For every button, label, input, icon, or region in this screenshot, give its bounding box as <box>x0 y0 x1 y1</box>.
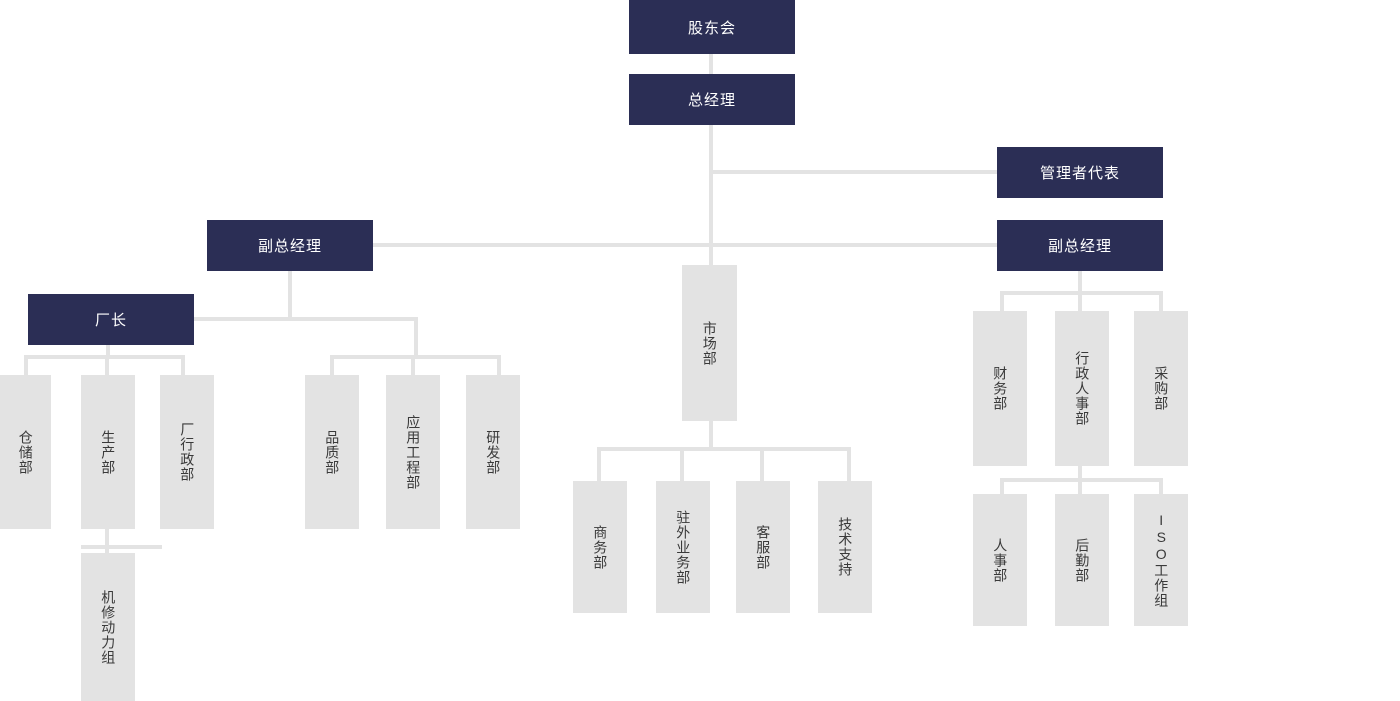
node-tech-support-dept-label: 技术支持 <box>837 517 854 577</box>
node-plant-admin-dept-label: 厂行政部 <box>179 422 196 482</box>
node-rnd-dept-label: 研发部 <box>485 429 502 475</box>
connector-plant-director-stem <box>106 345 110 359</box>
connector-drop-logistics <box>1078 478 1082 494</box>
node-management-rep-label: 管理者代表 <box>1039 165 1120 182</box>
connector-drop-maintenance <box>105 545 109 553</box>
connector-drop-hr <box>1000 478 1004 494</box>
node-logistics-dept[interactable]: 后勤部 <box>1055 494 1109 626</box>
node-deputy-gm-right[interactable]: 副总经理 <box>997 220 1163 271</box>
node-tech-support-dept[interactable]: 技术支持 <box>818 481 872 613</box>
connector-drop-customer-service <box>760 447 764 481</box>
node-customer-service-dept[interactable]: 客服部 <box>736 481 790 613</box>
connector-drop-plant-admin <box>181 355 185 375</box>
connector-drop-purchasing <box>1159 291 1163 311</box>
node-management-rep[interactable]: 管理者代表 <box>997 147 1163 198</box>
connector-drop-iso <box>1159 478 1163 494</box>
connector-deputy-right-stem <box>1078 271 1082 295</box>
node-plant-director-label: 厂长 <box>94 312 127 329</box>
node-app-engineering-dept[interactable]: 应用工程部 <box>386 375 440 529</box>
node-purchasing-dept-label: 采购部 <box>1153 366 1170 411</box>
connector-gm-to-deputy-left <box>288 243 712 247</box>
node-quality-dept[interactable]: 品质部 <box>305 375 359 529</box>
node-iso-work-group-label: ISO工作组 <box>1153 512 1170 608</box>
node-general-manager-label: 总经理 <box>687 92 736 109</box>
connector-drop-tech-support <box>847 447 851 481</box>
node-hr-dept[interactable]: 人事部 <box>973 494 1027 626</box>
node-deputy-gm-left[interactable]: 副总经理 <box>207 220 373 271</box>
node-logistics-dept-label: 后勤部 <box>1074 537 1091 583</box>
connector-engineering-group-riser <box>414 317 418 359</box>
connector-drop-rnd <box>497 355 501 375</box>
connector-admin-hr-stem <box>1078 466 1082 482</box>
node-admin-hr-dept[interactable]: 行政人事部 <box>1055 311 1109 466</box>
node-shareholders-label: 股东会 <box>687 19 736 37</box>
node-quality-dept-label: 品质部 <box>324 429 341 475</box>
node-field-business-dept-label: 驻外业务部 <box>675 509 692 585</box>
node-deputy-gm-right-label: 副总经理 <box>1047 238 1112 255</box>
node-maintenance-group[interactable]: 机修动力组 <box>81 553 135 701</box>
node-warehouse-dept[interactable]: 仓储部 <box>0 375 51 529</box>
connector-deputy-left-bus <box>191 317 418 321</box>
node-production-dept[interactable]: 生产部 <box>81 375 135 529</box>
node-warehouse-dept-label: 仓储部 <box>17 429 34 475</box>
node-plant-director[interactable]: 厂长 <box>28 294 194 345</box>
node-shareholders[interactable]: 股东会 <box>629 0 795 54</box>
node-customer-service-dept-label: 客服部 <box>755 524 772 570</box>
connector-drop-admin-hr <box>1078 291 1082 311</box>
connector-deputy-left-stem <box>288 271 292 319</box>
node-admin-hr-dept-label: 行政人事部 <box>1074 351 1091 426</box>
node-iso-work-group[interactable]: ISO工作组 <box>1134 494 1188 626</box>
connector-gm-to-deputy-right <box>709 243 999 247</box>
connector-engineering-group-bus <box>330 355 501 359</box>
node-marketing-dept[interactable]: 市场部 <box>682 265 737 421</box>
node-business-dept-label: 商务部 <box>592 524 609 570</box>
connector-shareholders-to-gm <box>709 54 713 74</box>
connector-maintenance-bus <box>81 545 162 549</box>
node-marketing-dept-label: 市场部 <box>701 320 718 366</box>
node-finance-dept-label: 财务部 <box>992 366 1009 411</box>
node-general-manager[interactable]: 总经理 <box>629 74 795 125</box>
connector-marketing-stem <box>709 421 713 449</box>
connector-drop-production <box>105 355 109 375</box>
node-app-engineering-dept-label: 应用工程部 <box>405 414 422 490</box>
connector-drop-quality <box>330 355 334 375</box>
connector-gm-to-management-rep <box>709 170 999 174</box>
node-purchasing-dept[interactable]: 采购部 <box>1134 311 1188 466</box>
node-deputy-gm-left-label: 副总经理 <box>257 238 322 255</box>
connector-drop-finance <box>1000 291 1004 311</box>
node-hr-dept-label: 人事部 <box>992 537 1009 583</box>
node-business-dept[interactable]: 商务部 <box>573 481 627 613</box>
connector-plant-children-bus <box>24 355 185 359</box>
connector-drop-business <box>597 447 601 481</box>
node-finance-dept[interactable]: 财务部 <box>973 311 1027 466</box>
connector-drop-warehouse <box>24 355 28 375</box>
node-field-business-dept[interactable]: 驻外业务部 <box>656 481 710 613</box>
connector-production-to-maintenance <box>105 529 109 549</box>
connector-drop-app-engineering <box>411 355 415 375</box>
node-production-dept-label: 生产部 <box>100 429 117 475</box>
node-plant-admin-dept[interactable]: 厂行政部 <box>160 375 214 529</box>
node-rnd-dept[interactable]: 研发部 <box>466 375 520 529</box>
connector-gm-trunk <box>709 125 713 265</box>
connector-drop-field-business <box>680 447 684 481</box>
node-maintenance-group-label: 机修动力组 <box>100 589 117 665</box>
connector-marketing-children-bus <box>597 447 851 451</box>
